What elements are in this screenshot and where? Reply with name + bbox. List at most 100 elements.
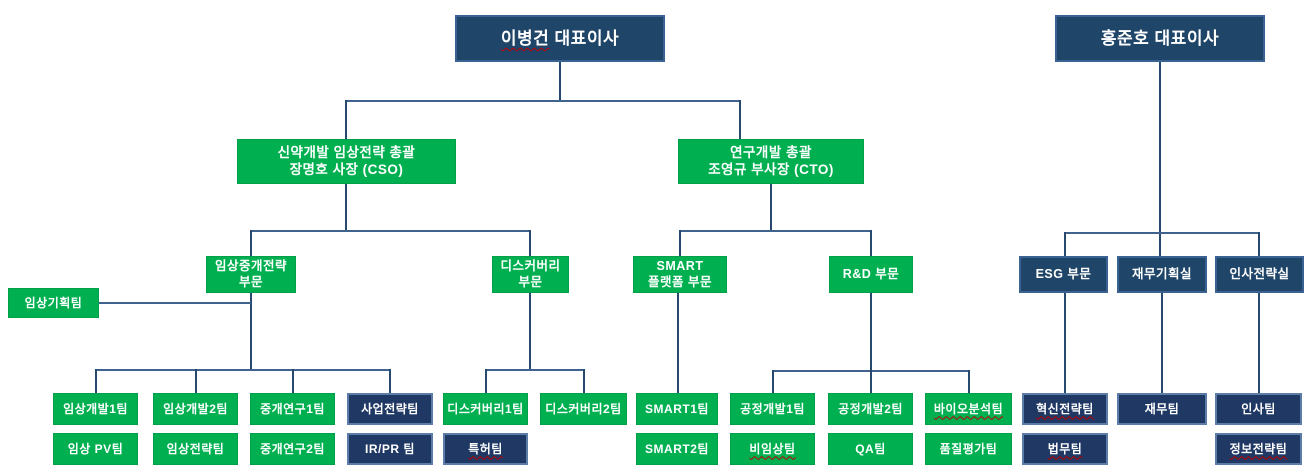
node-team-clinical-planning: 임상기획팀	[8, 288, 99, 318]
team-smart2-label: SMART2팀	[645, 441, 709, 456]
ceo-left-title: 대표이사	[554, 28, 620, 48]
office-hr-label: 인사전략실	[1229, 266, 1290, 281]
team-proc-dev2-label: 공정개발2팀	[838, 401, 903, 416]
node-team-smart1: SMART1팀	[636, 393, 718, 425]
connector-line	[95, 369, 390, 371]
connector-line	[1161, 293, 1163, 394]
connector-line	[529, 230, 531, 257]
node-team-clin-strategy: 임상전략팀	[153, 433, 238, 465]
team-clin-dev2-label: 임상개발2팀	[163, 401, 228, 416]
node-ceo-right: 홍준호 대표이사	[1055, 15, 1265, 62]
team-treasury-label: 재무팀	[1144, 401, 1180, 416]
connector-line	[195, 369, 197, 394]
node-division-rnd: R&D 부문	[829, 256, 913, 293]
team-clin-dev1-label: 임상개발1팀	[63, 401, 128, 416]
node-team-innovation: 혁신전략팀	[1022, 393, 1108, 425]
node-ceo-left: 이병건 대표이사	[455, 15, 665, 62]
node-team-quality-eval: 품질평가팀	[925, 433, 1012, 465]
connector-line	[250, 293, 252, 370]
division-discovery-label: 디스커버리 부문	[500, 258, 561, 289]
office-finance-label: 재무기획실	[1131, 266, 1192, 281]
division-esg-label: ESG 부문	[1035, 266, 1092, 281]
connector-line	[345, 183, 347, 231]
node-team-ir-pr: IR/PR 팀	[347, 433, 433, 465]
connector-line	[292, 369, 294, 394]
connector-line	[1258, 293, 1260, 394]
team-quality-eval-label: 품질평가팀	[939, 441, 998, 456]
connector-line	[389, 369, 391, 394]
connector-line	[95, 369, 97, 394]
team-bio-analysis-label: 바이오분석팀	[933, 401, 1004, 416]
team-clin-strategy-label: 임상전략팀	[166, 441, 225, 456]
node-team-people: 인사팀	[1215, 393, 1302, 425]
team-trans-res2-label: 중개연구2팀	[260, 441, 325, 456]
connector-line	[485, 369, 583, 371]
node-team-info-strategy: 정보전략팀	[1215, 433, 1302, 465]
node-team-clin-pv: 임상 PV팀	[53, 433, 138, 465]
node-team-discovery2: 디스커버리2팀	[540, 393, 627, 425]
node-team-bio-analysis: 바이오분석팀	[925, 393, 1012, 425]
connector-line	[770, 183, 772, 231]
team-patent-label: 특허팀	[468, 441, 503, 456]
team-smart1-label: SMART1팀	[645, 401, 709, 416]
connector-line	[251, 230, 530, 232]
team-proc-dev1-label: 공정개발1팀	[740, 401, 805, 416]
connector-line	[1064, 232, 1259, 234]
team-clinical-planning-label: 임상기획팀	[24, 295, 83, 310]
node-cso: 신약개발 임상전략 총괄 장명호 사장 (CSO)	[237, 139, 456, 184]
node-team-clin-dev2: 임상개발2팀	[153, 393, 238, 425]
connector-line	[559, 61, 561, 101]
connector-line	[250, 230, 252, 257]
team-biz-strategy-label: 사업전략팀	[361, 401, 419, 416]
connector-line	[968, 370, 970, 394]
team-clin-pv-label: 임상 PV팀	[67, 441, 124, 456]
node-team-biz-strategy: 사업전략팀	[347, 393, 433, 425]
node-team-proc-dev1: 공정개발1팀	[730, 393, 815, 425]
connector-line	[1159, 61, 1161, 257]
team-nonclinical-label: 비임상팀	[749, 441, 796, 456]
team-discovery1-label: 디스커버리1팀	[447, 401, 524, 416]
connector-line	[529, 293, 531, 370]
division-clinical-label: 임상중개전략 부문	[214, 258, 287, 289]
node-team-patent: 특허팀	[443, 433, 528, 465]
division-smart-label: SMART 플랫폼 부문	[648, 258, 712, 289]
node-team-trans-res2: 중개연구2팀	[250, 433, 335, 465]
connector-line	[679, 230, 681, 257]
team-ir-pr-label: IR/PR 팀	[365, 441, 415, 456]
connector-line	[772, 370, 774, 394]
team-info-strategy-label: 정보전략팀	[1229, 441, 1288, 456]
node-team-discovery1: 디스커버리1팀	[443, 393, 528, 425]
division-rnd-label: R&D 부문	[842, 266, 900, 281]
node-team-proc-dev2: 공정개발2팀	[828, 393, 913, 425]
connector-line	[1064, 232, 1066, 256]
node-ceo-left-label: 이병건 대표이사	[501, 28, 619, 49]
team-discovery2-label: 디스커버리2팀	[545, 401, 622, 416]
team-qa-label: QA팀	[855, 441, 886, 456]
connector-line	[583, 369, 585, 394]
connector-line	[870, 293, 872, 371]
team-people-label: 인사팀	[1241, 401, 1276, 416]
node-division-clinical: 임상중개전략 부문	[206, 256, 296, 293]
node-ceo-right-label: 홍준호 대표이사	[1100, 28, 1220, 48]
node-team-smart2: SMART2팀	[636, 433, 718, 465]
connector-line	[870, 370, 872, 394]
connector-line	[1258, 232, 1260, 256]
connector-line	[346, 100, 741, 102]
node-division-discovery: 디스커버리 부문	[492, 256, 569, 293]
node-division-esg: ESG 부문	[1019, 256, 1108, 293]
node-team-trans-res1: 중개연구1팀	[250, 393, 335, 425]
node-cso-label: 신약개발 임상전략 총괄 장명호 사장 (CSO)	[277, 144, 416, 177]
node-team-qa: QA팀	[828, 433, 913, 465]
connector-line	[679, 230, 871, 232]
node-team-legal: 법무팀	[1022, 433, 1108, 465]
team-innovation-label: 혁신전략팀	[1036, 401, 1094, 416]
node-cto: 연구개발 총괄 조영규 부사장 (CTO)	[678, 139, 864, 184]
node-office-hr: 인사전략실	[1215, 256, 1304, 293]
connector-line	[345, 100, 347, 139]
node-office-finance: 재무기획실	[1117, 256, 1207, 293]
node-team-nonclinical: 비임상팀	[730, 433, 815, 465]
connector-line	[99, 302, 251, 304]
ceo-left-name: 이병건	[500, 28, 550, 48]
connector-line	[870, 230, 872, 257]
